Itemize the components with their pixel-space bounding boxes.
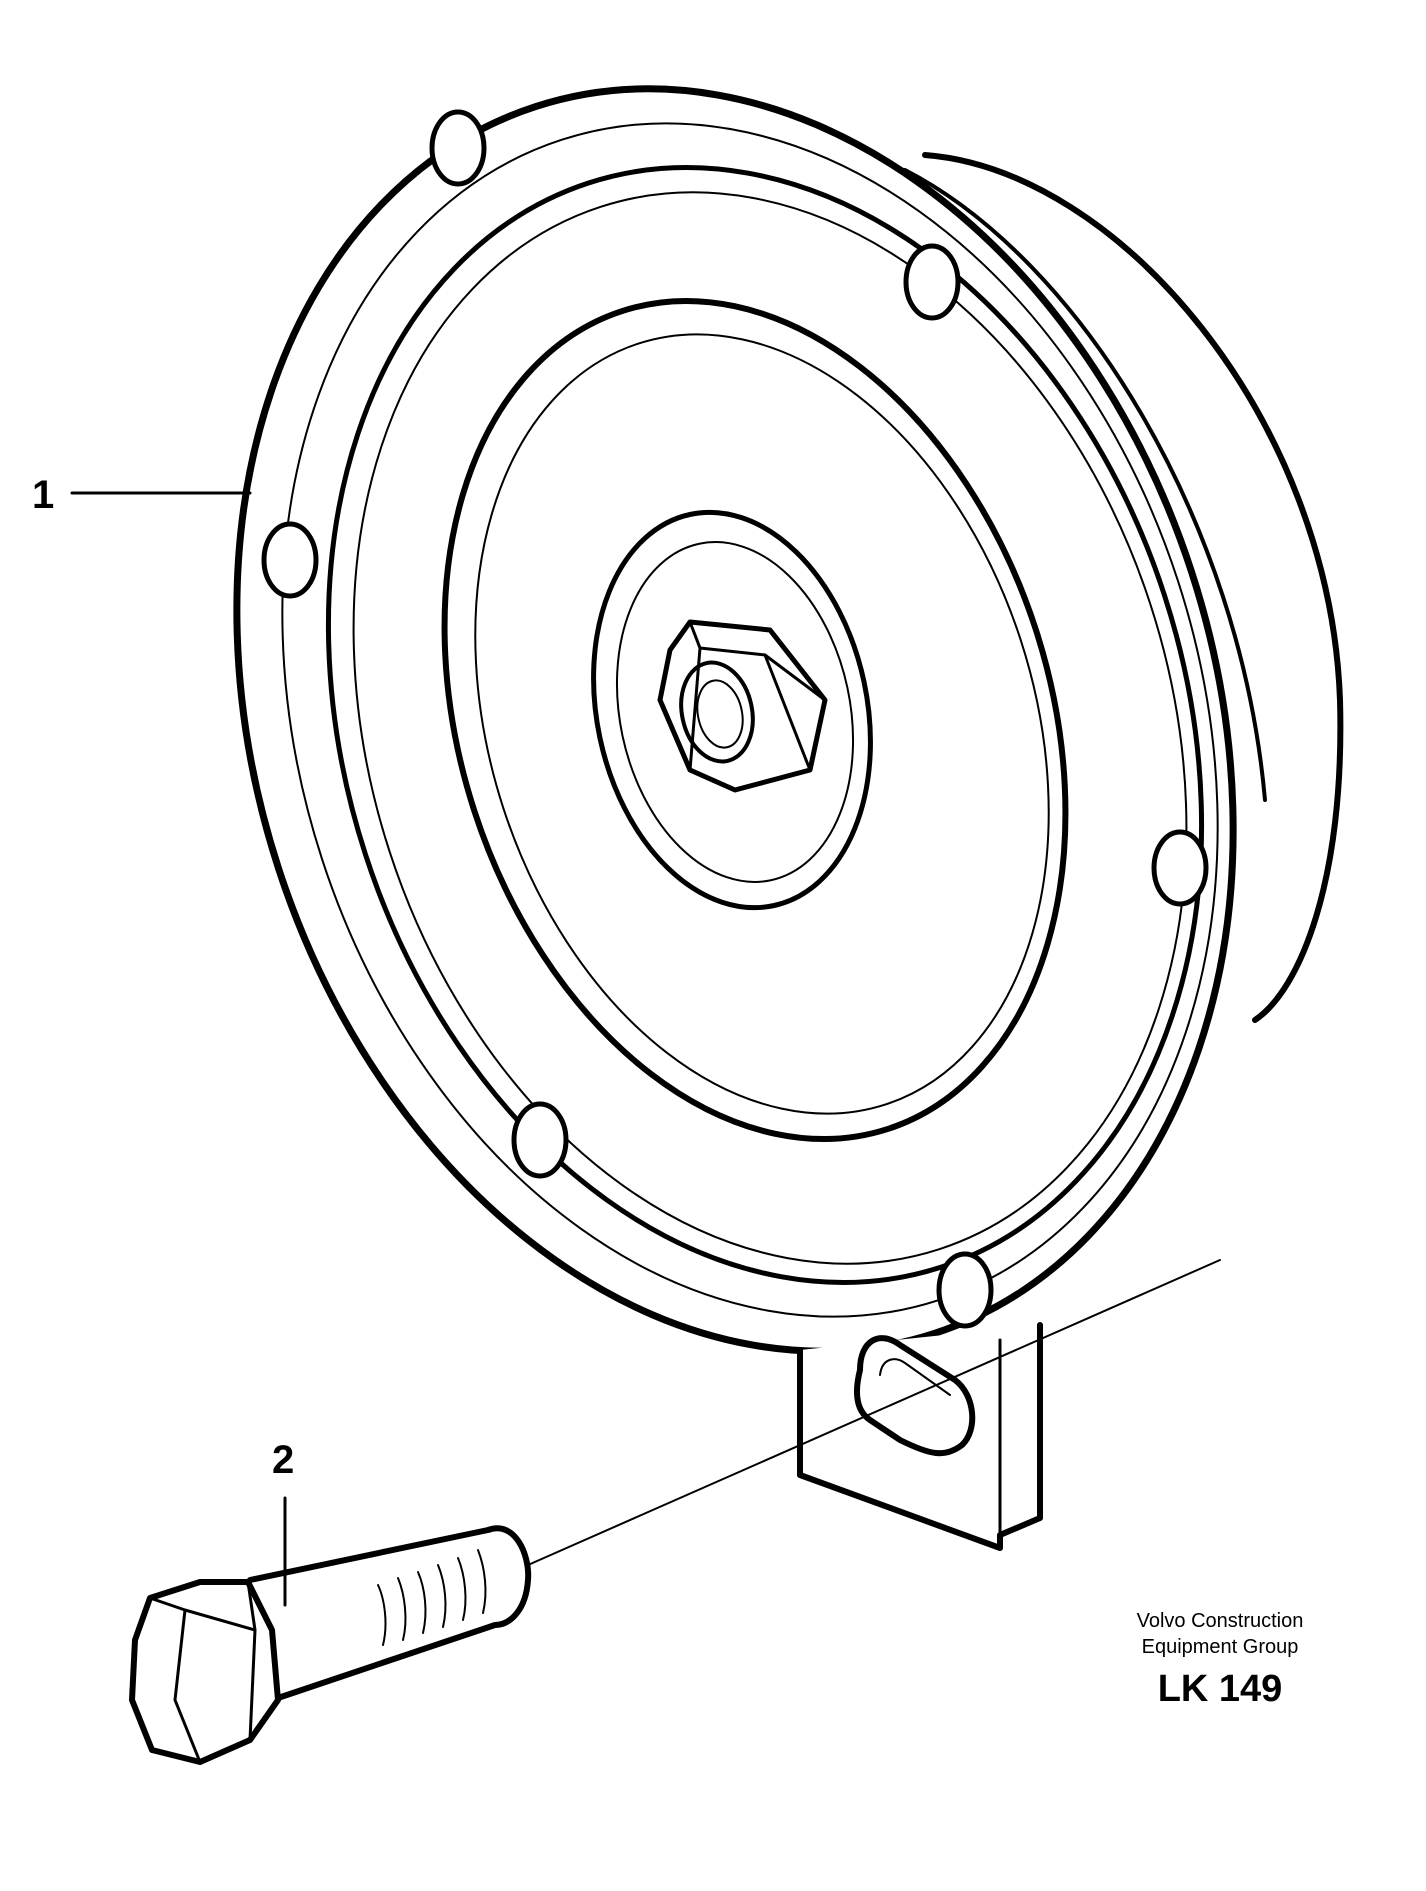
bolt-head <box>129 1579 281 1765</box>
horn-boss-inner <box>615 541 855 883</box>
horn-bell-inner-edge <box>903 168 1267 802</box>
horn-bell-back <box>922 152 1344 1023</box>
bolt-shank <box>247 1525 532 1703</box>
company-name-line2: Equipment Group <box>1141 1636 1299 1658</box>
callout-1-number: 1 <box>32 473 55 517</box>
bolt-threads <box>377 1549 487 1646</box>
horn-flange-holes <box>261 109 1209 1329</box>
company-name-line1: Volvo Construction <box>1136 1610 1304 1632</box>
footer-caption: Volvo Construction Equipment Group LK 14… <box>1040 1608 1400 1712</box>
bolt-part <box>129 1525 532 1765</box>
drawing-code: LK 149 <box>1157 1668 1283 1710</box>
horn-boss-outer <box>591 509 873 911</box>
horn-diaphragm-outer <box>441 298 1069 1142</box>
horn-face-ring-inner <box>352 191 1188 1265</box>
horn-part <box>233 85 1344 1566</box>
assembly-line <box>527 1259 1221 1566</box>
callout-2-number: 2 <box>272 1438 295 1482</box>
horn-center-nut <box>657 619 828 793</box>
horn-mounting-bracket <box>797 1322 1043 1551</box>
horn-face-ring <box>325 165 1205 1285</box>
horn-diaphragm-inner <box>474 333 1050 1115</box>
